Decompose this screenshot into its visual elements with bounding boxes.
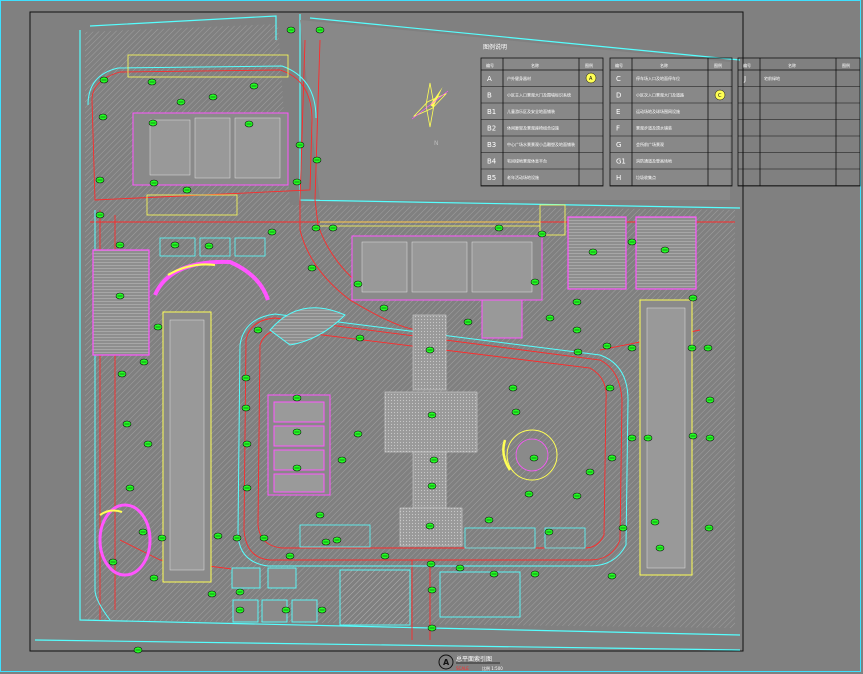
parking-stalls xyxy=(159,237,586,549)
west-garden xyxy=(267,394,331,496)
legend2-header-no: 编号 xyxy=(615,62,623,68)
legend-symbol-c-icon xyxy=(714,89,726,101)
legend-symbol-a: A xyxy=(589,76,593,82)
sheet-border xyxy=(29,11,744,652)
title-scale: 比例 1:500 xyxy=(482,665,503,671)
building-north xyxy=(132,112,289,186)
index-markers xyxy=(95,26,715,654)
legend-desc: 中心广场水景景观小品雕塑及地面铺装 xyxy=(507,141,575,147)
legend-desc: 小区次入口景观大门及道路 xyxy=(636,92,684,98)
title-text: 总平面索引图 xyxy=(456,655,492,663)
legend-desc: 老年活动场地设施 xyxy=(507,174,539,180)
legend-code: J xyxy=(743,75,746,83)
title-marker-circle xyxy=(438,654,454,670)
legend3-header-symbol: 图例 xyxy=(842,62,850,68)
legend-code: F xyxy=(616,125,620,133)
north-parking-2 xyxy=(146,194,238,216)
legend-table-2: 编号 名称 图例 C 停车场入口及地面停车位 D 小区次入口景观大门及道路 E 运动场地及… xyxy=(609,57,733,187)
south-parking xyxy=(231,567,521,626)
central-plaza xyxy=(384,314,478,547)
legend-code: E xyxy=(616,108,620,116)
yellow-features xyxy=(320,204,566,236)
crescent-lawn xyxy=(269,307,346,346)
legend-header-symbol: 图例 xyxy=(585,62,593,68)
legend-table-3: 编号 名称 图例 J 宅前绿地 xyxy=(737,57,861,187)
road-verge xyxy=(300,20,730,200)
legend-desc: 小区主入口景观大门及围墙标识系统 xyxy=(507,92,571,98)
legend-desc: 宅前绿地 xyxy=(764,75,780,81)
legend-desc: 运动场地及球场围网设施 xyxy=(636,108,680,114)
legend-desc: 消防通道及登高场地 xyxy=(636,158,672,164)
legend2-header-name: 名称 xyxy=(660,62,668,68)
legend-code: B4 xyxy=(487,158,497,166)
legend-code: B5 xyxy=(487,174,496,182)
oval-garden xyxy=(98,503,152,577)
legend-desc: 休闲廊架及景观座椅组合设施 xyxy=(507,125,559,131)
building-west xyxy=(162,311,212,583)
sport-courts xyxy=(92,216,697,356)
title-subtitle: SCALE xyxy=(456,666,469,671)
legend-symbol-a-icon xyxy=(585,72,597,84)
legend-code: B xyxy=(487,92,492,100)
legend-table-1: 图例说明 编号 名称 图例 A 户外健身器材 B 小区主入口景观大门及围墙标识系统 B1… xyxy=(480,43,604,187)
legend-code: C xyxy=(616,75,621,83)
legend-code: G1 xyxy=(616,158,626,166)
north-parking xyxy=(127,54,289,78)
compass-label: N xyxy=(434,140,439,147)
legend-desc: 垃圾收集点 xyxy=(636,174,656,180)
legend-desc: 儿童游乐区及安全地面铺装 xyxy=(507,108,555,114)
legend-code: G xyxy=(616,141,621,149)
legend-desc: 会所前广场景观 xyxy=(636,141,664,147)
legend-header-no: 编号 xyxy=(486,62,494,68)
legend-code: D xyxy=(616,92,621,100)
legend3-header-name: 名称 xyxy=(788,62,796,68)
legend-desc: 景观步道及透水铺装 xyxy=(636,125,672,131)
legend2-header-symbol: 图例 xyxy=(714,62,722,68)
legend-desc: 停车场入口及地面停车位 xyxy=(636,75,680,81)
internal-road-curb xyxy=(87,65,629,621)
legend-code: B3 xyxy=(487,141,496,149)
legend-desc: 户外健身器材 xyxy=(507,75,531,81)
title-marker: A xyxy=(443,658,450,667)
curved-path xyxy=(153,259,270,301)
legend-desc: 宅间绿地景观休息平台 xyxy=(507,158,547,164)
legend-header-name: 名称 xyxy=(531,62,539,68)
building-central xyxy=(351,235,543,339)
legend-code: H xyxy=(616,174,621,182)
legend-code: B2 xyxy=(487,125,496,133)
title-block: A 总平面索引图 SCALE 比例 1:500 xyxy=(438,654,503,671)
legend-code: B1 xyxy=(487,108,496,116)
curved-bench xyxy=(167,263,216,276)
compass-rose: N xyxy=(411,82,449,147)
legend3-header-no: 编号 xyxy=(743,62,751,68)
legend-symbol-c: C xyxy=(718,93,722,99)
legend-title: 图例说明 xyxy=(483,43,507,51)
legend-code: A xyxy=(487,75,492,83)
